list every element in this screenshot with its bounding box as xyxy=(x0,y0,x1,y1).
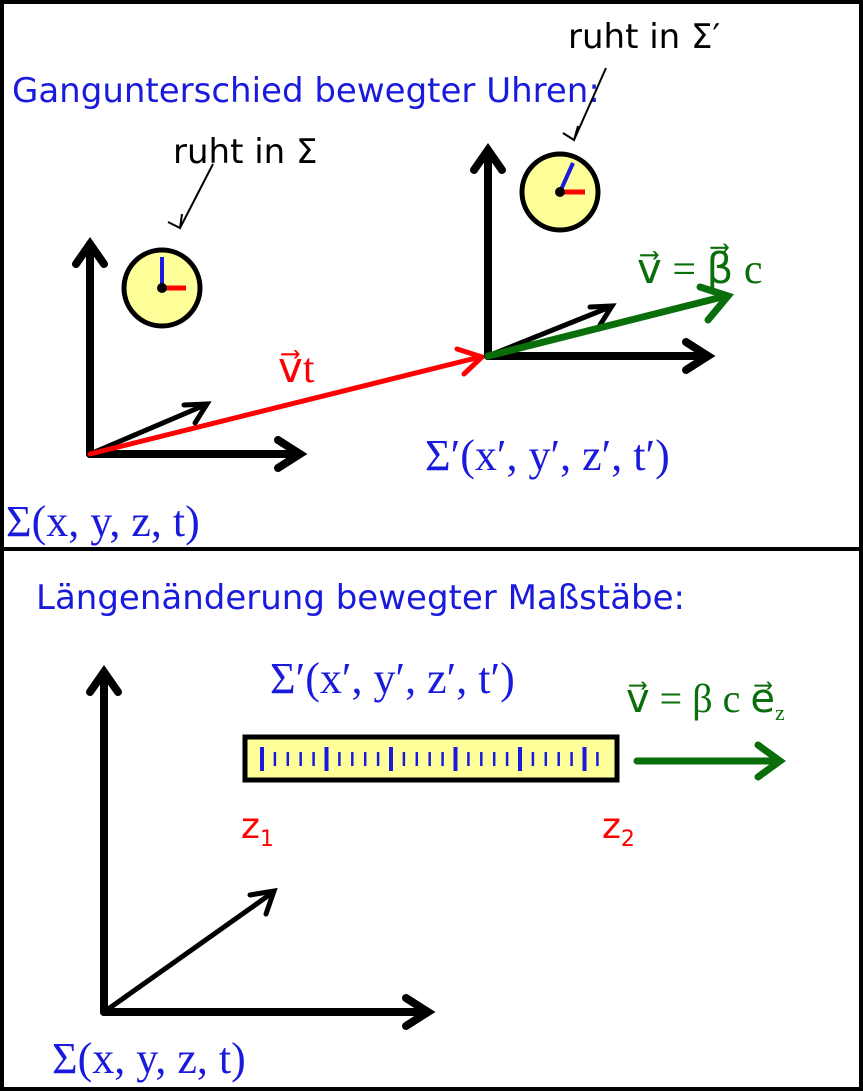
z2-letter: z xyxy=(602,806,621,847)
velocity-subscript: z xyxy=(775,700,785,725)
velocity-vector xyxy=(484,283,735,360)
z1-subscript: 1 xyxy=(260,827,274,852)
frame-sigma-depth-axis xyxy=(87,401,212,457)
moving-frame-label-2: Σ′(x′, y′, z′, t′) xyxy=(270,654,515,703)
ruler-ticks xyxy=(260,747,599,771)
z1-letter: z xyxy=(241,806,260,847)
z2-subscript: 2 xyxy=(621,827,635,852)
pointer-arrowhead-sigma-prime xyxy=(562,125,579,142)
displacement-vector xyxy=(87,346,487,457)
panel1-title: Gangunterschied bewegter Uhren: xyxy=(12,71,600,111)
velocity-label-2-main: v⃗ = β c e⃗ xyxy=(626,676,775,721)
z1-label: z1 xyxy=(241,806,274,852)
velocity-arrow-2 xyxy=(633,741,786,781)
velocity-label-2: v⃗ = β c e⃗z xyxy=(626,676,785,725)
ruler xyxy=(242,734,620,783)
clock-sigma xyxy=(121,247,203,329)
panel2-title: Längenänderung bewegter Maßstäbe: xyxy=(36,578,685,618)
pointer-arrowhead-sigma xyxy=(167,213,183,230)
label-rest-sigma-prime: ruht in Σ′ xyxy=(568,17,720,57)
frame-sigma-axes xyxy=(72,237,308,472)
displacement-label: v⃗t xyxy=(278,346,315,392)
velocity-label: v⃗ = β⃗ c xyxy=(637,243,763,293)
pointer-to-clock-sigma-prime xyxy=(573,67,607,141)
rest-frame-label: Σ(x, y, z, t) xyxy=(6,497,200,546)
clock-sigma-prime xyxy=(519,151,601,233)
label-rest-sigma: ruht in Σ xyxy=(173,132,318,172)
frame-sigma-prime-axes xyxy=(470,143,716,374)
rest-frame-label-2: Σ(x, y, z, t) xyxy=(52,1034,246,1083)
frame-sigma-axes-2 xyxy=(86,665,436,1030)
pointer-to-clock-sigma xyxy=(179,163,214,229)
moving-frame-label: Σ′(x′, y′, z′, t′) xyxy=(425,431,670,480)
frame-sigma-depth-axis-2 xyxy=(101,887,278,1015)
z2-label: z2 xyxy=(602,806,635,852)
